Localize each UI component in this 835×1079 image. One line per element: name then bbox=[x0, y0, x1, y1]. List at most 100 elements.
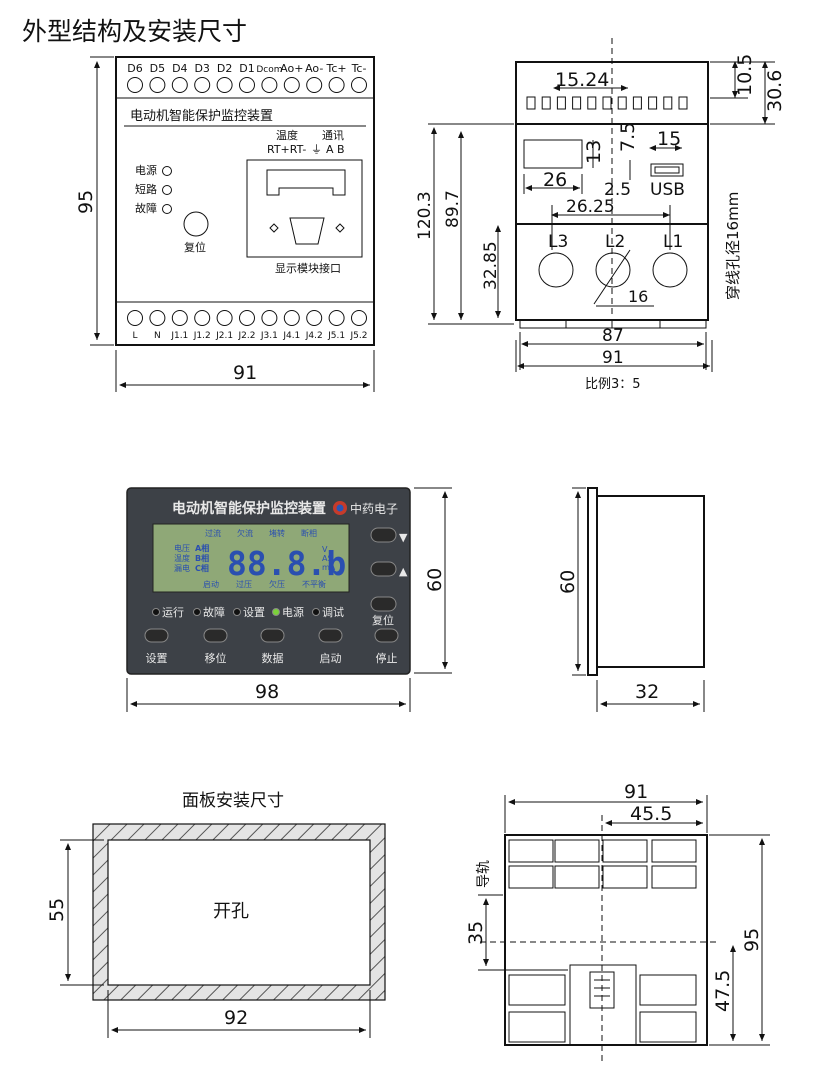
temp-label: 温度 bbox=[276, 128, 298, 142]
rail-blocks bbox=[508, 839, 697, 1043]
lcd-unit-label: V bbox=[322, 545, 328, 554]
top-terminal-label: Ao+ bbox=[280, 62, 303, 75]
port-connector-outline bbox=[266, 169, 346, 196]
top-terminal-label: Tc+ bbox=[326, 62, 347, 75]
dim-32-85: 32.85 bbox=[481, 241, 501, 290]
lcd-top-label: 过流 bbox=[205, 528, 221, 538]
bottom-terminal-circles bbox=[127, 310, 367, 326]
top-terminal-label: D2 bbox=[217, 62, 232, 75]
page-title: 外型结构及安装尺寸 bbox=[22, 17, 247, 46]
terminal-screw-icon bbox=[216, 310, 233, 326]
panel-button-label: 停止 bbox=[376, 651, 398, 665]
dim-91: 91 bbox=[602, 348, 624, 368]
led-row: 运行 故障 设置 电源 调试 bbox=[152, 605, 344, 619]
panel-button[interactable] bbox=[374, 628, 399, 643]
led-label: 电源 bbox=[282, 605, 304, 619]
side-pin bbox=[602, 96, 612, 110]
side-pin bbox=[678, 96, 688, 110]
terminal-screw-icon bbox=[351, 310, 367, 326]
panel-button-label: 设置 bbox=[146, 652, 168, 665]
dim-26: 26 bbox=[543, 169, 567, 191]
rail-clip bbox=[569, 964, 637, 1046]
cutout-dim-width: 92 bbox=[224, 1007, 248, 1029]
terminal-screw-icon bbox=[328, 77, 345, 93]
terminal-screw-icon bbox=[194, 310, 211, 326]
led-label: 故障 bbox=[203, 605, 225, 619]
lcd-left-label: 温度 bbox=[174, 553, 190, 563]
top-terminal-label: D6 bbox=[127, 62, 142, 75]
terminal-screw-icon bbox=[283, 77, 300, 93]
hole-l3 bbox=[538, 252, 574, 288]
front-reset-button bbox=[183, 211, 209, 237]
temp-pins: RT+RT- bbox=[267, 143, 306, 156]
led-label: 运行 bbox=[162, 606, 184, 619]
module-reset-label: 复位 bbox=[372, 613, 394, 627]
lcd-top-labels: 过流欠流堵转断相 bbox=[205, 528, 317, 538]
panel-button-label: 启动 bbox=[320, 652, 342, 665]
panel-button[interactable] bbox=[318, 628, 343, 643]
top-terminal-label: Tc- bbox=[351, 62, 367, 75]
led-label: 调试 bbox=[322, 606, 344, 619]
display-dim-width: 98 bbox=[255, 681, 279, 703]
comm-pins: A B bbox=[326, 143, 345, 156]
up-button[interactable] bbox=[370, 561, 397, 577]
db9-connector bbox=[289, 217, 325, 245]
front-device-name: 电动机智能保护监控装置 bbox=[130, 109, 273, 124]
rail-block bbox=[651, 839, 697, 863]
terminal-screw-icon bbox=[351, 77, 367, 93]
lcd-phase-label: C相 bbox=[195, 563, 209, 573]
bottom-terminal-label: N bbox=[154, 331, 161, 341]
front-dim-height: 95 bbox=[75, 190, 97, 214]
panel-button-label: 数据 bbox=[262, 651, 284, 665]
dim-120-3: 120.3 bbox=[415, 191, 435, 240]
dim-15-24: 15.24 bbox=[555, 69, 609, 91]
dim-13: 13 bbox=[583, 140, 605, 164]
port-label: 显示模块接口 bbox=[275, 262, 341, 275]
status-led-icon bbox=[152, 608, 160, 616]
brand-name: 中药电子 bbox=[350, 501, 398, 516]
led-label: 设置 bbox=[243, 606, 265, 619]
lcd-top-label: 欠流 bbox=[237, 528, 253, 538]
cutout-dim-height: 55 bbox=[46, 898, 68, 922]
down-arrow-icon: ▼ bbox=[399, 531, 408, 544]
indicator-fault-led bbox=[162, 204, 172, 214]
down-button[interactable] bbox=[370, 527, 397, 543]
depth-body bbox=[596, 495, 705, 668]
display-module: 电动机智能保护监控装置 中药电子 过流欠流堵转断相 电压温度漏电 A相B相C相 … bbox=[126, 487, 452, 712]
bottom-terminal-label: J5.2 bbox=[350, 331, 368, 341]
side-pin bbox=[556, 96, 566, 110]
rail-view: 导轨 91 45.5 35 95 47.5 bbox=[465, 781, 770, 1065]
bottom-terminal-label: J5.1 bbox=[327, 331, 345, 341]
dim-10-5: 10.5 bbox=[734, 54, 756, 96]
side-pin bbox=[541, 96, 551, 110]
bottom-terminal-label: J1.2 bbox=[193, 331, 211, 341]
panel-button[interactable] bbox=[203, 628, 228, 643]
status-led-icon bbox=[312, 608, 320, 616]
lcd-unit-label: AS bbox=[322, 554, 333, 563]
cutout-title: 面板安装尺寸 bbox=[182, 791, 284, 811]
top-terminal-label: D4 bbox=[172, 62, 187, 75]
dim-89-7: 89.7 bbox=[443, 190, 463, 228]
lcd-bottom-label: 不平衡 bbox=[302, 579, 326, 589]
side-view: 15.24 10.5 30.6 13 26 7.5 15 USB 2.5 26.… bbox=[415, 38, 786, 392]
indicator-label-short: 短路 bbox=[135, 182, 157, 196]
indicator-label-power: 电源 bbox=[135, 163, 157, 177]
bottom-terminal-label: J2.2 bbox=[238, 331, 256, 341]
lcd-left-label: 漏电 bbox=[174, 563, 190, 573]
phase-label-l1: L1 bbox=[663, 232, 683, 252]
terminal-screw-icon bbox=[149, 77, 166, 93]
terminal-screw-icon bbox=[127, 77, 143, 93]
panel-button[interactable] bbox=[144, 628, 169, 643]
side-pin bbox=[572, 96, 582, 110]
panel-button[interactable] bbox=[260, 628, 285, 643]
hole-l2 bbox=[595, 252, 631, 288]
terminal-screw-icon bbox=[239, 310, 255, 326]
module-reset-button[interactable] bbox=[370, 596, 397, 612]
rail-block bbox=[508, 1011, 566, 1043]
lcd-phase-label: B相 bbox=[195, 553, 209, 563]
terminal-screw-icon bbox=[149, 310, 166, 326]
front-dim-width: 91 bbox=[233, 362, 257, 384]
